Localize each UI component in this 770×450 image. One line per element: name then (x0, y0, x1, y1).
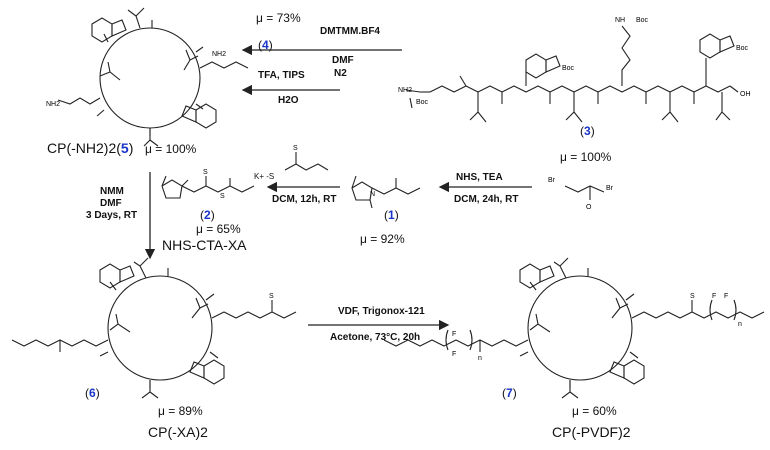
atom-oh: OH (740, 91, 751, 98)
cyclic-peptide-7-structure (383, 257, 765, 399)
compound-1-num: 1 (388, 208, 395, 222)
condition-h2o: H2O (278, 95, 299, 106)
linear-peptide-3-structure (405, 25, 739, 123)
condition-nhs-tea: NHS, TEA (456, 172, 503, 183)
compound-7-number: (7) (502, 386, 517, 400)
atom-boc-2: Boc (562, 65, 575, 72)
atom-f-3: F (452, 331, 456, 338)
condition-acetone: Acetone, 73°C, 20h (330, 332, 421, 343)
compound-5-num: 5 (120, 140, 129, 156)
compound-2-num: 2 (204, 208, 211, 222)
compound-3-num: 3 (584, 124, 591, 138)
condition-dcm-12h: DCM, 12h, RT (272, 194, 337, 205)
xanthate-reagent-structure (284, 152, 329, 171)
atom-s-2: S (203, 169, 208, 176)
yield-6: μ = 89% (158, 404, 203, 418)
compound-7-label: CP(-PVDF)2 (552, 424, 631, 440)
nhs-cta-xa-2-structure (161, 175, 255, 199)
condition-dmf-2: DMF (100, 198, 122, 209)
bromopropionyl-bromide-structure (564, 185, 605, 200)
atom-boc-1: Boc (636, 17, 649, 24)
atom-nh2-5b: NH2 (46, 101, 60, 108)
atom-s-5: S (269, 293, 274, 300)
compound-7-num: 7 (506, 386, 513, 400)
atom-boc-3: Boc (736, 45, 749, 52)
atom-f-2: F (724, 293, 728, 300)
yield-2: μ = 65% (196, 222, 241, 236)
condition-tfa-tips: TFA, TIPS (258, 70, 305, 81)
atom-s-3: S (220, 193, 225, 200)
yield-7: μ = 60% (572, 404, 617, 418)
atom-nh2-5a: NH2 (212, 51, 226, 58)
atom-f-4: F (452, 351, 456, 358)
cyclic-peptide-5-structure (57, 7, 249, 147)
condition-vdf: VDF, Trigonox-121 (338, 306, 425, 317)
atom-s-1: S (293, 145, 298, 152)
condition-n2: N2 (334, 68, 347, 79)
atom-nh-boc: NH (615, 17, 625, 24)
compound-1-number: (1) (384, 208, 399, 222)
atom-o-1: O (586, 204, 592, 211)
compound-6-number: (6) (85, 386, 100, 400)
condition-dmtmm: DMTMM.BF4 (320, 26, 380, 37)
compound-4-number: (4) (258, 38, 273, 52)
compound-2-number: (2) (200, 208, 215, 222)
yield-3: μ = 100% (560, 150, 612, 164)
atom-f-1: F (712, 293, 716, 300)
compound-5-name: CP(-NH2)2 (47, 140, 117, 156)
nhs-ester-1-structure (351, 175, 421, 209)
atom-n-1: N (370, 191, 375, 198)
atom-br-1: Br (548, 177, 556, 184)
condition-nmm: NMM (100, 186, 124, 197)
yield-1: μ = 92% (360, 232, 405, 246)
compound-6-num: 6 (89, 386, 96, 400)
compound-2-label: NHS-CTA-XA (162, 237, 247, 253)
atom-n-sub-2: n (478, 355, 482, 362)
compound-3-number: (3) (580, 124, 595, 138)
condition-dcm-24h: DCM, 24h, RT (454, 194, 519, 205)
atom-br-2: Br (606, 185, 614, 192)
condition-3days: 3 Days, RT (86, 210, 138, 221)
yield-5: μ = 100% (145, 142, 197, 156)
compound-4-num: 4 (262, 38, 269, 52)
atom-n-sub-1: n (738, 321, 742, 328)
condition-xanthate-salt: K+ -S (254, 172, 275, 181)
atom-nh2-3: NH2 (398, 87, 412, 94)
atom-boc-4: Boc (416, 99, 429, 106)
yield-4: μ = 73% (256, 11, 301, 25)
condition-dmf-1: DMF (332, 55, 354, 66)
compound-6-label: CP(-XA)2 (148, 424, 208, 440)
cyclic-peptide-6-structure (11, 257, 297, 399)
compound-5-label: CP(-NH2)2(5) (47, 140, 134, 156)
atom-s-4: S (690, 293, 695, 300)
